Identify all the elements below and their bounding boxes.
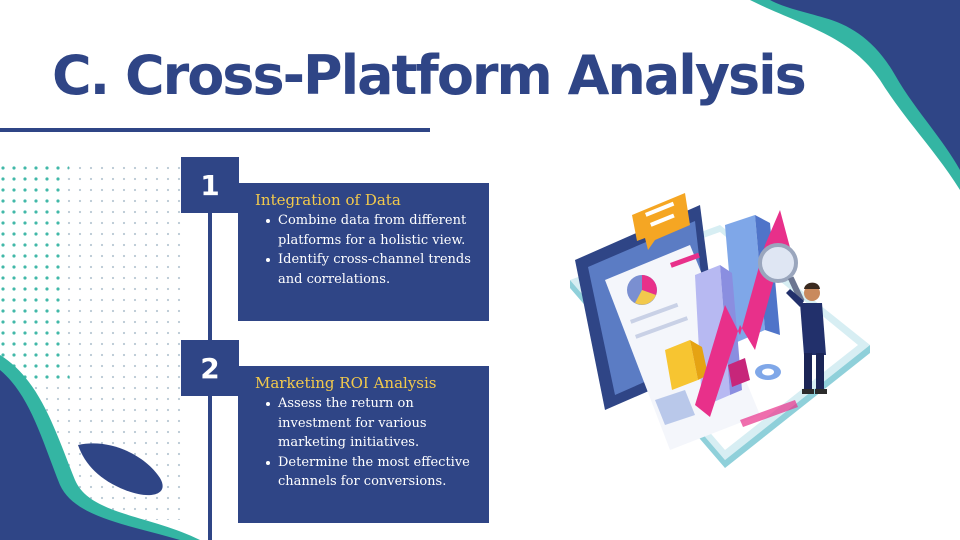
step-card-2: Marketing ROI Analysis Assess the return… — [238, 366, 489, 523]
step-2-bullet-1: Assess the return on investment for vari… — [266, 394, 477, 453]
dot-pattern — [0, 160, 70, 380]
step-1-bullet-1: Combine data from different platforms fo… — [266, 211, 477, 250]
bottom-left-navy-leaf — [78, 443, 163, 496]
top-right-navy-blob — [770, 0, 960, 170]
step-1-bullets: Combine data from different platforms fo… — [255, 211, 477, 289]
step-2-number-badge: 2 — [181, 340, 239, 396]
step-1-number-badge: 1 — [181, 157, 239, 213]
slide-title: C. Cross-Platform Analysis — [52, 44, 807, 107]
step-2-bullets: Assess the return on investment for vari… — [255, 394, 477, 492]
person-body — [800, 303, 826, 355]
step-card-1: Integration of Data Combine data from di… — [238, 183, 489, 321]
keyboard — [655, 390, 695, 425]
step-2-bullet-2: Determine the most effective channels fo… — [266, 453, 477, 492]
magenta-cube — [728, 358, 750, 387]
step-1-heading: Integration of Data — [255, 191, 401, 209]
step-2-heading: Marketing ROI Analysis — [255, 374, 437, 392]
analytics-illustration-icon — [570, 193, 870, 468]
yellow-cube — [665, 340, 698, 390]
bottom-left-navy-blob — [0, 370, 180, 540]
title-underline — [0, 128, 430, 132]
step-1-bullet-2: Identify cross-channel trends and correl… — [266, 250, 477, 289]
magnifier — [758, 243, 798, 283]
